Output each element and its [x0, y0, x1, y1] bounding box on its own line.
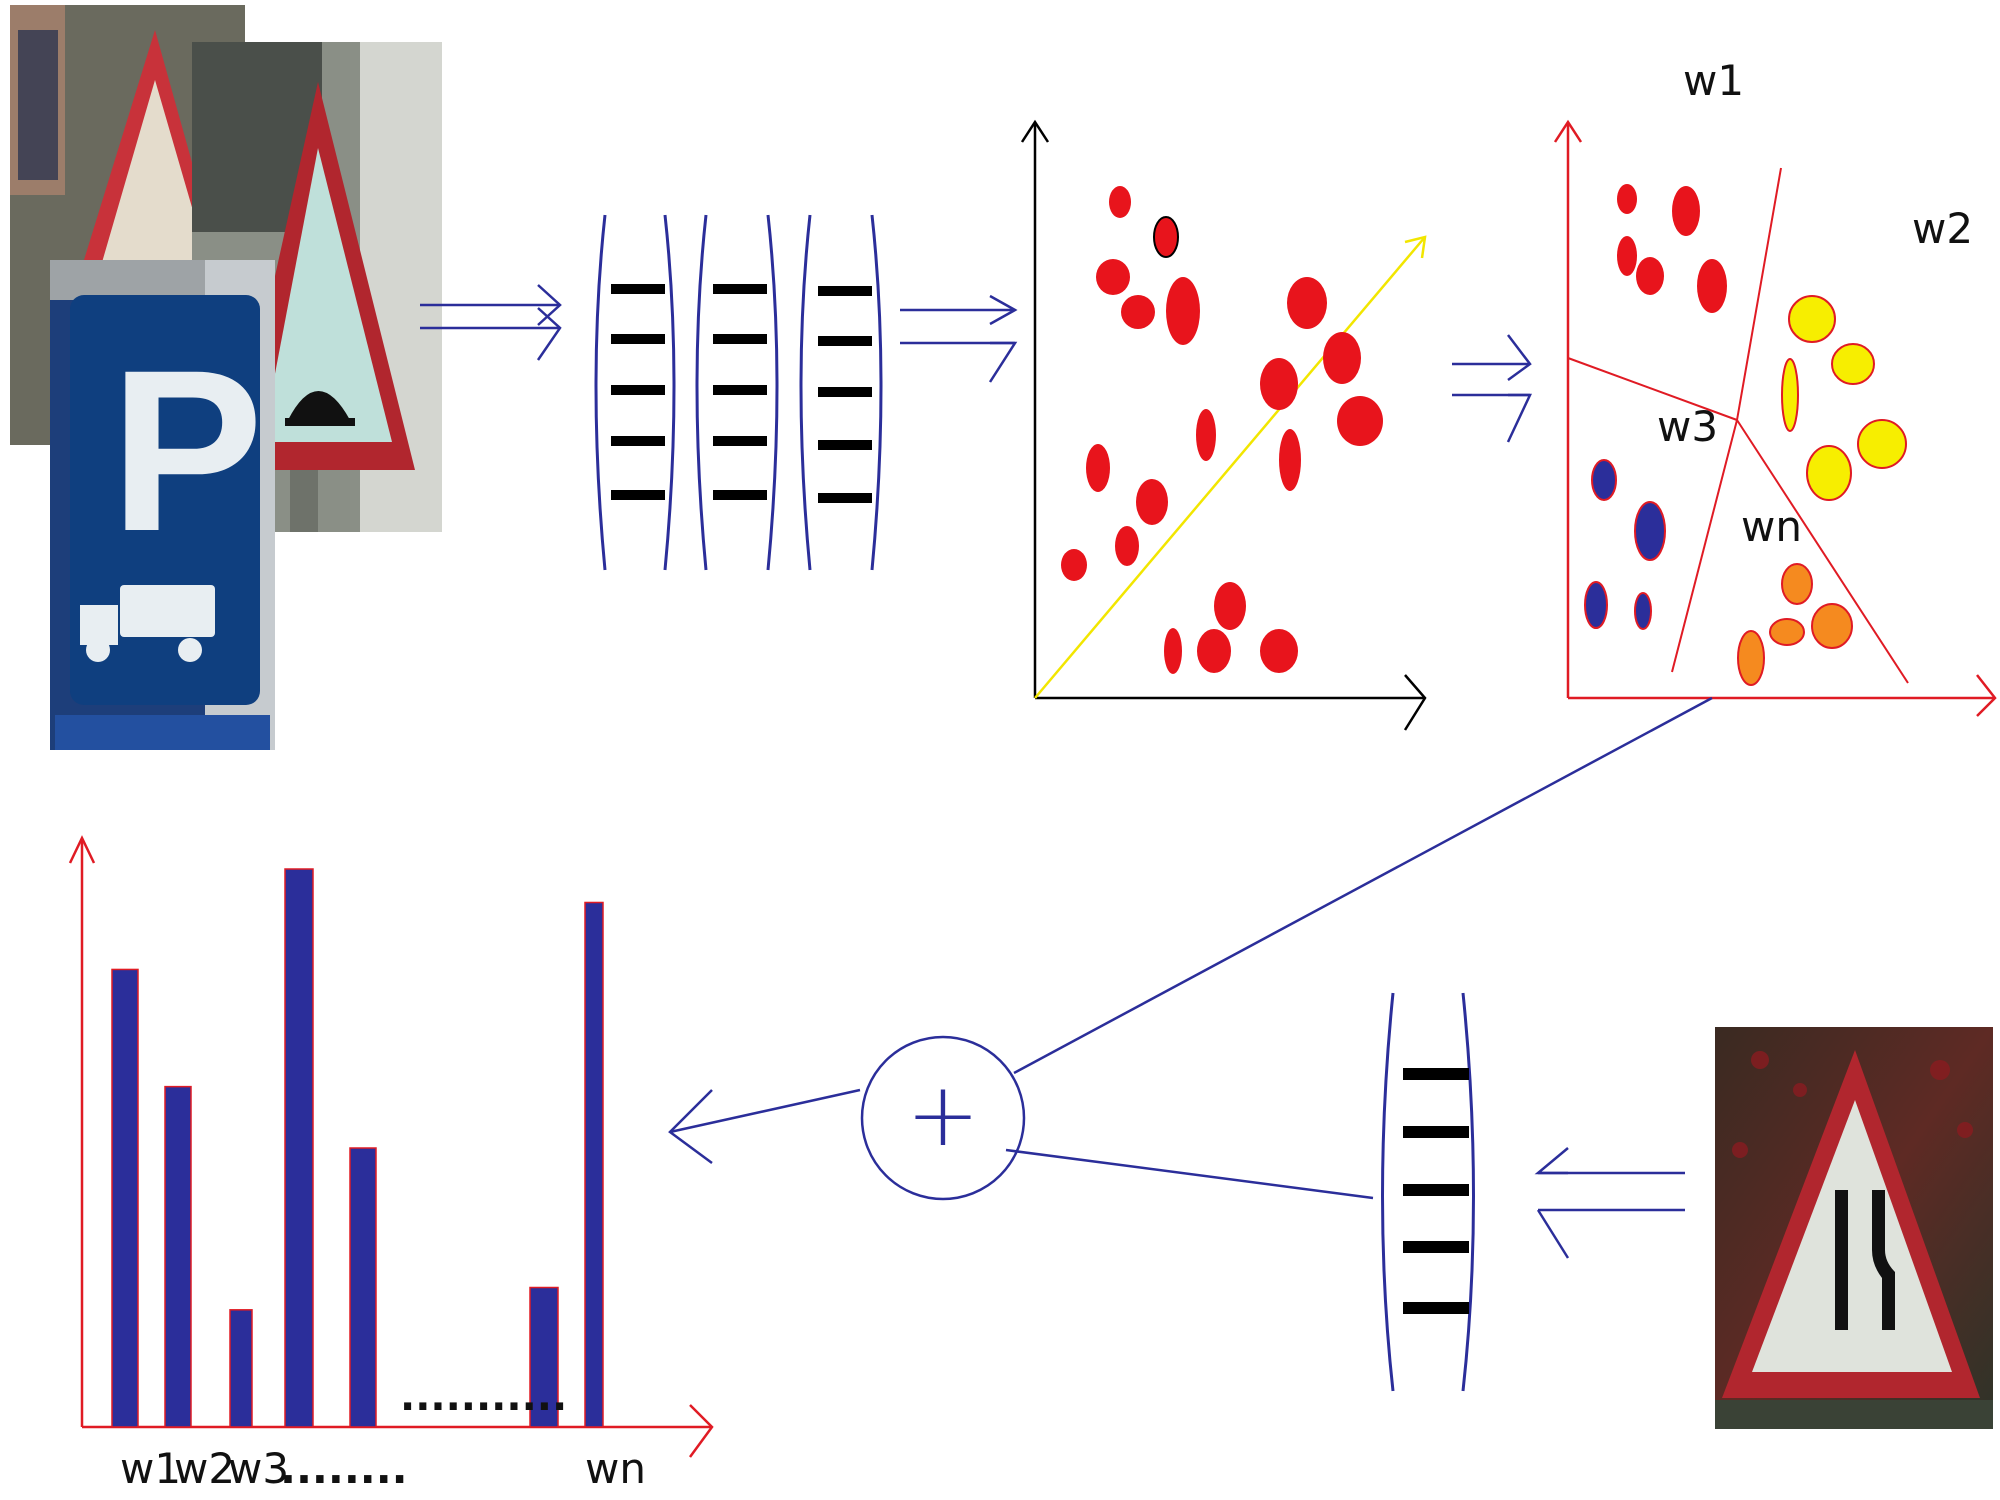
clustered-space-axes	[1553, 119, 1997, 717]
training-sign-photos-icon: P	[10, 5, 442, 750]
speed-bump-sign-photo	[192, 42, 442, 532]
connector-vector-to-sum	[1005, 1148, 1374, 1200]
histogram-label-w2: w2	[174, 1444, 235, 1493]
cluster-wn-points	[1737, 563, 1853, 686]
feature-points	[1061, 186, 1383, 674]
arrow-test-photo-to-vector	[1534, 1147, 1685, 1259]
arrow-feature-space-to-clusters	[1452, 334, 1532, 443]
cluster-w3-points	[1584, 459, 1666, 630]
histogram-label-w1: w1	[120, 1444, 181, 1493]
clustered-space-plot: w1 w2 w3 wn	[1553, 56, 1997, 717]
descriptor-vector-3	[799, 214, 883, 571]
cluster-label-w1: w1	[1683, 56, 1744, 105]
road-narrows-sign-photo-icon	[1715, 1027, 1993, 1429]
histogram-bars	[111, 868, 604, 1428]
histogram-bar	[229, 1309, 253, 1428]
descriptor-vector-1	[594, 214, 676, 571]
cluster-w2-points	[1781, 295, 1907, 501]
cluster-label-w2: w2	[1912, 204, 1973, 253]
histogram-bar	[349, 1147, 377, 1428]
feature-space-plot	[1020, 119, 1427, 731]
descriptor-vectors	[594, 214, 883, 571]
histogram-label-ellipsis: ........	[280, 1444, 408, 1493]
histogram-bar	[529, 1286, 559, 1428]
test-descriptor-vector	[1381, 992, 1475, 1392]
projection-line	[1034, 236, 1426, 699]
sum-symbol: +	[906, 1063, 980, 1166]
svg-text:P: P	[110, 322, 263, 579]
histogram-bar	[164, 1085, 192, 1428]
histogram-label-w3: w3	[228, 1444, 289, 1493]
cluster-label-w3: w3	[1657, 402, 1718, 451]
projection-line-arrowhead	[1404, 235, 1427, 259]
feature-space-axes	[1020, 119, 1427, 731]
histogram-bar	[284, 868, 314, 1428]
arrow-photos-to-vectors	[420, 284, 562, 361]
descriptor-vector-2	[695, 214, 779, 571]
visual-word-histogram: ........... w1 w2 w3 ........ wn	[68, 835, 714, 1493]
cluster-label-wn: wn	[1741, 502, 1802, 551]
histogram-bar	[111, 968, 139, 1428]
histogram-bar	[584, 901, 604, 1428]
cluster-w1-points	[1617, 184, 1727, 313]
arrow-vectors-to-feature-space	[900, 294, 1018, 383]
parking-sign-photo: P	[50, 260, 275, 750]
histogram-gap-dots: ...........	[400, 1374, 567, 1420]
sum-node: +	[860, 1035, 1026, 1201]
histogram-label-wn: wn	[585, 1444, 646, 1493]
cluster-boundaries	[1567, 167, 1909, 684]
arrow-sum-to-histogram	[668, 1088, 861, 1165]
connector-clusters-to-sum	[1013, 696, 1713, 1075]
